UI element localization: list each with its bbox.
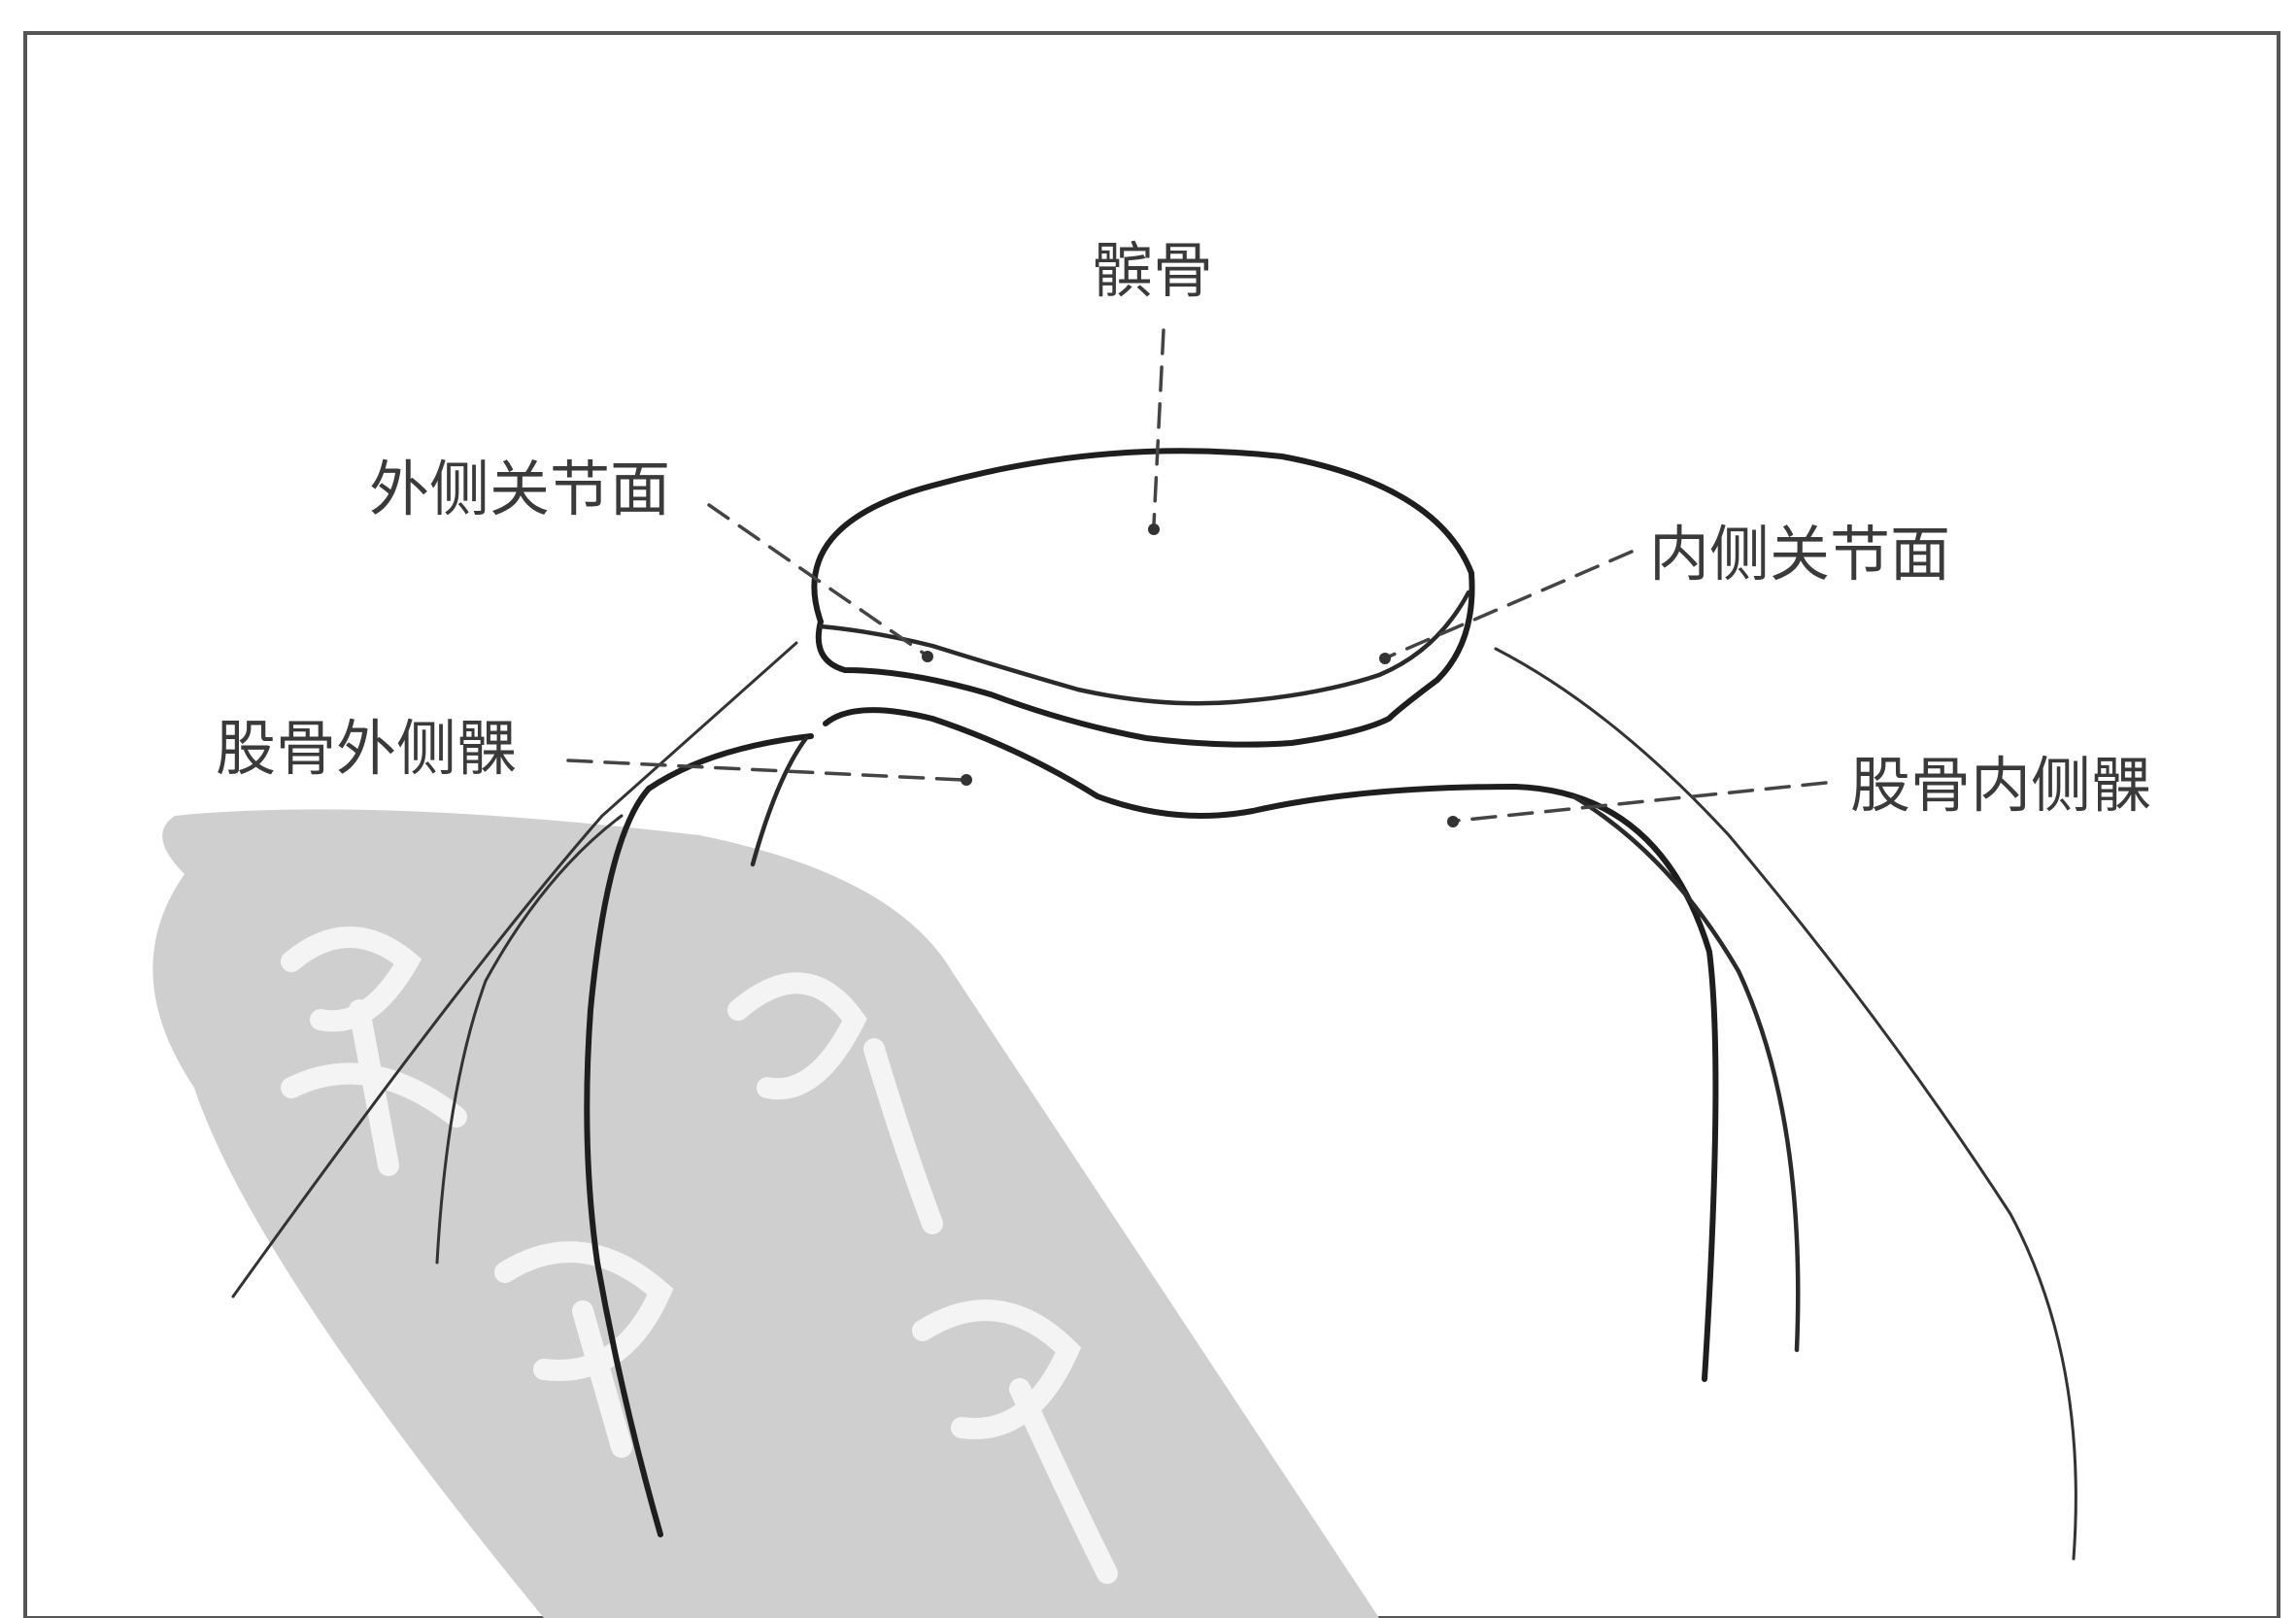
label-lateral-condyle: 股骨外侧髁	[216, 713, 517, 784]
label-medial-facet: 内侧关节面	[1649, 519, 1950, 590]
label-patella: 髌骨	[1093, 235, 1213, 306]
femur-lateral-condyle-contour	[584, 733, 814, 1537]
trochlear-groove	[823, 707, 1719, 1382]
leader-lateral-facet	[707, 503, 925, 655]
watermark-seal	[152, 809, 1379, 1618]
leader-patella	[1152, 328, 1165, 526]
patella-articular-rim	[818, 590, 1471, 706]
femur-lateral-inner-line	[750, 735, 809, 867]
leader-medial-facet	[1387, 550, 1634, 658]
femur-medial-mid-line	[1570, 793, 1801, 1353]
label-medial-condyle: 股骨内侧髁	[1850, 750, 2151, 821]
femur-lateral-mid-line	[435, 814, 624, 1264]
femur-medial-outer-line	[1494, 647, 2077, 1561]
patella-outline	[811, 448, 1475, 748]
femur-lateral-outer-line	[231, 641, 798, 1298]
leader-medial-condyle	[1455, 781, 1828, 823]
leader-lateral-condyle	[566, 758, 963, 782]
label-lateral-facet: 外侧关节面	[369, 454, 670, 524]
